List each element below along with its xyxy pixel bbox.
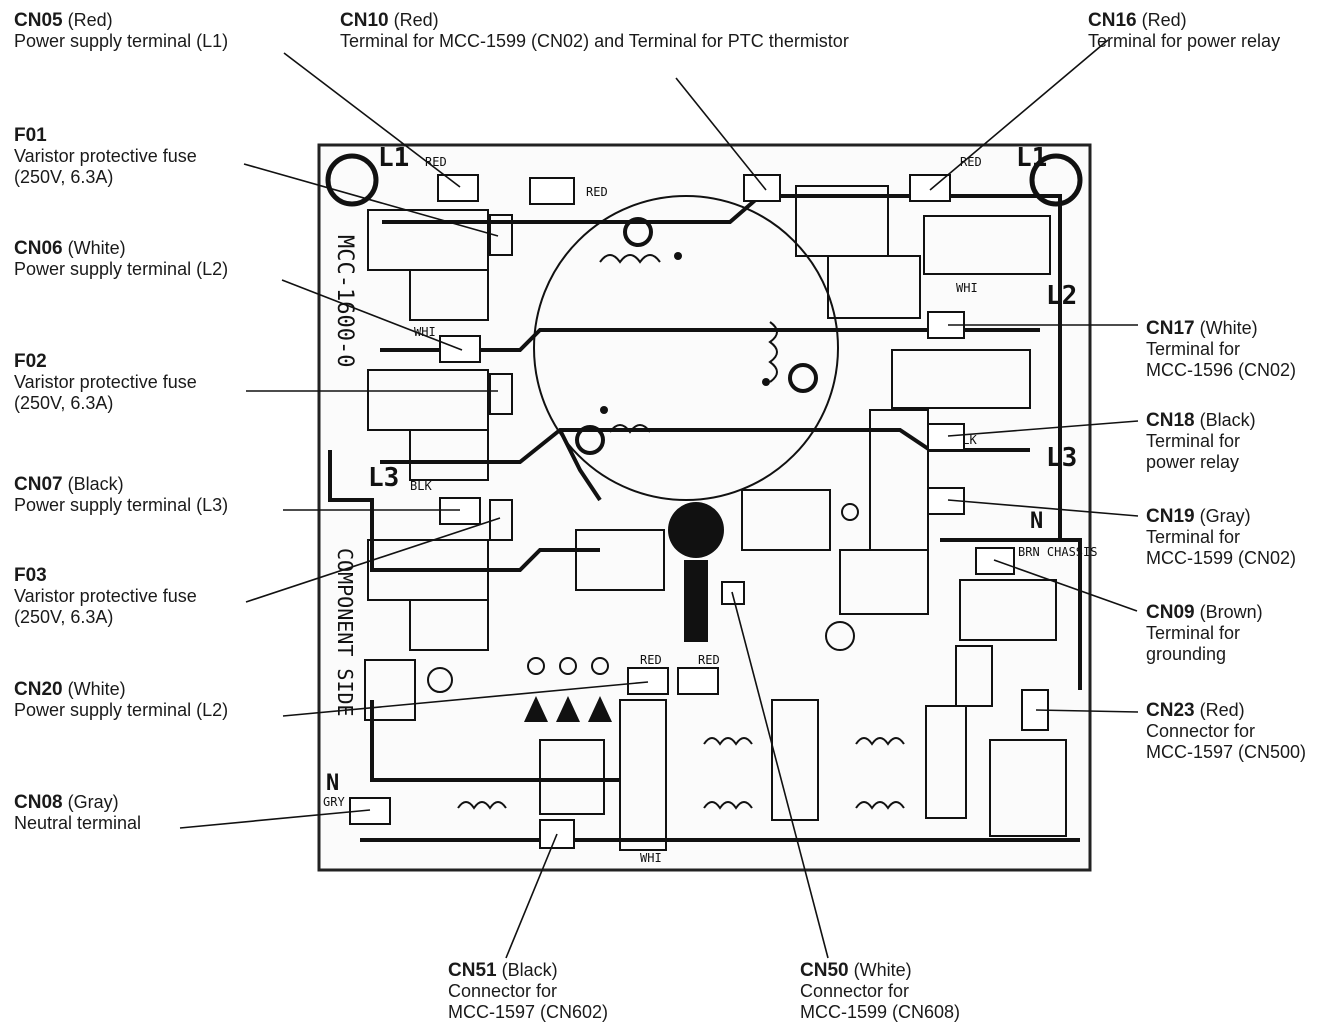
svg-text:RED: RED xyxy=(698,653,720,667)
leader-f01 xyxy=(243,163,499,237)
svg-text:L1: L1 xyxy=(1016,143,1047,173)
svg-text:L1: L1 xyxy=(378,143,409,173)
leader-cn05 xyxy=(283,52,461,188)
svg-text:L3: L3 xyxy=(368,463,399,493)
leader-cn08 xyxy=(179,809,371,829)
callout-cn50: CN50 (White) Connector for MCC-1599 (CN6… xyxy=(800,960,961,1022)
svg-text:BLK: BLK xyxy=(410,479,432,493)
coil-region xyxy=(533,195,839,501)
callout-f02: F02 Varistor protective fuse (250V, 6.3A… xyxy=(14,351,197,413)
svg-text:BRN CHASSIS: BRN CHASSIS xyxy=(1018,545,1097,559)
svg-text:GRY: GRY xyxy=(323,795,345,809)
callout-cn17: CN17 (White) Terminal for MCC-1596 (CN02… xyxy=(1146,318,1297,380)
svg-text:RED: RED xyxy=(640,653,662,667)
svg-text:RED: RED xyxy=(586,185,608,199)
leader-cn20 xyxy=(282,681,649,717)
cn07-connector xyxy=(439,497,481,525)
svg-text:WHI: WHI xyxy=(414,325,436,339)
mounting-hole-left xyxy=(325,153,379,207)
callout-cn23: CN23 (Red) Connector for MCC-1597 (CN500… xyxy=(1146,700,1307,762)
callout-cn18: CN18 (Black) Terminal for power relay xyxy=(1146,410,1256,472)
leader-cn16 xyxy=(929,39,1109,191)
svg-text:N: N xyxy=(1030,509,1043,534)
board-side-text: COMPONENT SIDE xyxy=(333,548,357,717)
cn10-connector xyxy=(743,174,781,202)
leader-cn51 xyxy=(505,833,558,959)
callout-f01: F01 Varistor protective fuse (250V, 6.3A… xyxy=(14,125,197,187)
cn05-connector xyxy=(437,174,479,202)
leader-cn18 xyxy=(947,420,1139,437)
callout-cn07: CN07 (Black) Power supply terminal (L3) xyxy=(14,474,229,515)
leader-f03 xyxy=(245,517,501,603)
leader-cn23 xyxy=(1035,709,1139,713)
svg-text:WHI: WHI xyxy=(956,281,978,295)
callout-f03: F03 Varistor protective fuse (250V, 6.3A… xyxy=(14,565,197,627)
callout-cn09: CN09 (Brown) Terminal for grounding xyxy=(1146,602,1263,664)
mounting-hole-right xyxy=(1029,153,1083,207)
leader-cn50 xyxy=(731,591,829,959)
leader-cn19 xyxy=(947,499,1139,517)
callout-cn20: CN20 (White) Power supply terminal (L2) xyxy=(14,679,229,720)
callout-cn16: CN16 (Red) Terminal for power relay xyxy=(1088,10,1281,51)
svg-text:N: N xyxy=(326,771,339,796)
cn09-connector xyxy=(975,547,1015,575)
leader-cn06 xyxy=(281,279,463,351)
callout-cn08: CN08 (Gray) Neutral terminal xyxy=(14,792,142,833)
cn20-connector xyxy=(627,667,669,695)
svg-text:RED: RED xyxy=(960,155,982,169)
callout-cn51: CN51 (Black) Connector for MCC-1597 (CN6… xyxy=(448,960,609,1022)
svg-text:RED: RED xyxy=(425,155,447,169)
svg-text:WHI: WHI xyxy=(640,851,662,865)
leader-cn10 xyxy=(675,77,767,191)
callout-cn10: CN10 (Red) Terminal for MCC-1599 (CN02) … xyxy=(340,10,849,51)
callout-cn05: CN05 (Red) Power supply terminal (L1) xyxy=(14,10,229,51)
cn18-connector xyxy=(927,423,965,451)
leader-cn09 xyxy=(993,559,1138,612)
callout-cn19: CN19 (Gray) Terminal for MCC-1599 (CN02) xyxy=(1146,506,1297,568)
callout-cn06: CN06 (White) Power supply terminal (L2) xyxy=(14,238,229,279)
